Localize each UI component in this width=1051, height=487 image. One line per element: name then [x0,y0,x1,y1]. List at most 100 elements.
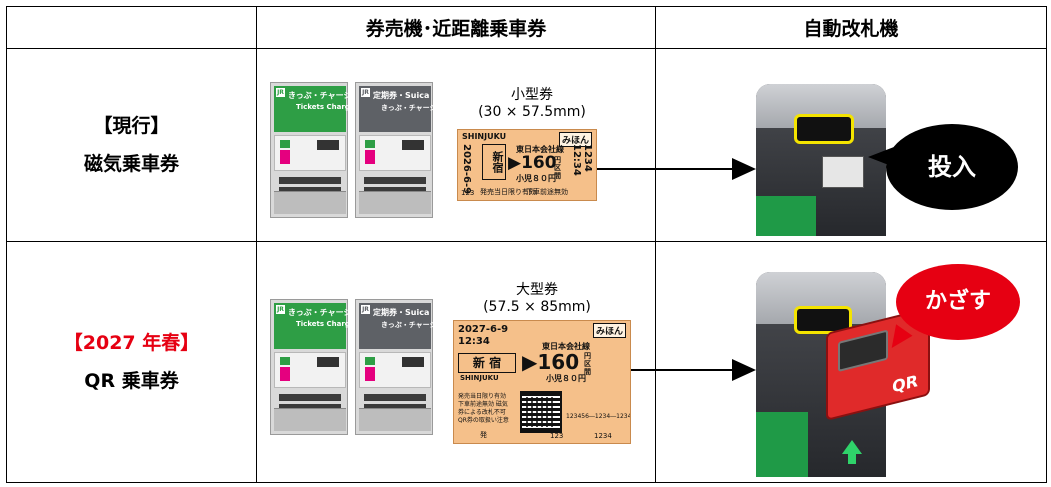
magnetic-ticket: SHINJUKU みほん 2026-6-9 新宿 東日本会社線 ▶160 円区間… [457,129,597,202]
machine-screen-label: きっぷ・チャージ [288,91,352,101]
machine-screen-sublabel: Tickets Charge [296,319,355,328]
gate-cell-current: 投入 [655,48,1047,242]
ticket-date: 2026-6-9 [461,144,472,195]
row-label-current: 【現行】 磁気乗車券 [6,48,257,242]
ticket-slot [279,177,341,185]
ticket-company: 東日本会社線 [542,341,590,351]
header-machine-ticket: 券売機･近距離乗車券 [256,5,656,50]
ticket-machine: JR きっぷ・チャージ Tickets Charge [270,82,355,219]
machine-panel [359,351,431,388]
row-label-line2: 磁気乗車券 [83,153,179,176]
arrow-head-icon [732,158,756,181]
gate-green-panel [756,196,816,237]
arrow-line [597,168,657,171]
machine-screen: JR きっぷ・チャージ Tickets Charge [274,86,355,133]
machine-ticket-cell-current: JR きっぷ・チャージ Tickets Charge JR 定期券・Suica … [256,48,657,242]
ticket-code: 123 [461,189,475,198]
machine-base [274,407,346,431]
machine-panel [359,135,431,172]
ticket-machine: JR 定期券・Suica きっぷ・チャージ [355,298,437,435]
row-label-line1: 【2027 年春】 [63,331,200,354]
ticket-station: 新 宿 [458,352,516,373]
ticket-validity: 発売当日限り有効 [480,188,536,197]
machine-panel [274,135,346,172]
gate-green-panel [756,411,808,477]
coin-slot [279,403,341,411]
machine-ticket-cell-new: JR きっぷ・チャージ Tickets Charge JR 定期券・Suica … [256,240,657,484]
arrow-line [631,368,657,371]
ticket-foot-mid: 123 [550,431,564,440]
ticket-station-en: SHINJUKU [462,132,507,142]
jr-logo-icon: JR [361,88,370,98]
ticket-time: 12:34 [458,335,490,347]
ticket-fare: ▶160 [508,153,557,174]
ticket-station-en: SHINJUKU [460,373,499,382]
machine-panel [274,351,346,388]
ticket-machine: JR 定期券・Suica きっぷ・チャージ [355,82,437,219]
row-label-line1: 【現行】 [93,115,170,138]
ticket-notes: 発売当日限り有効 下車前途無効 磁気券による改札不可 QR券の取扱い注意 [458,392,509,424]
row-label-line2: QR 乗車券 [84,369,179,392]
ticket-size-dimension: (57.5 × 85mm) [483,298,591,315]
machine-screen-sublabel: きっぷ・チャージ [381,104,437,113]
speech-bubble-insert: 投入 [886,124,1018,211]
ticket-company: 東日本会社線 [516,145,564,155]
machine-screen-label: 定期券・Suica [373,91,430,101]
ticket-station: 新宿 [482,144,506,181]
machine-base [359,191,431,215]
machine-screen-sublabel: Tickets Charge [296,103,355,112]
machine-screen-label: 定期券・Suica [373,307,430,317]
qr-reader-label: QR [892,370,918,397]
arrow-line [656,368,732,371]
machine-base [359,407,431,431]
jr-logo-icon: JR [276,88,285,98]
coin-slot [279,187,341,195]
up-arrow-icon [842,439,862,454]
jr-logo-icon: JR [276,304,285,314]
sample-badge: みほん [558,132,592,148]
comparison-table: 券売機･近距離乗車券 自動改札機 【現行】 磁気乗車券 JR きっぷ・チャージ … [6,5,1047,484]
arrow-line [656,168,732,171]
ticket-date: 2027-6-9 [458,323,509,335]
machine-base [274,191,346,215]
ticket-serial: 1234 12:34 [571,144,593,177]
ticket-fare-unit: 円区間 [554,156,561,181]
machine-screen: JR 定期券・Suica きっぷ・チャージ [359,302,437,349]
speech-bubble-tap: かざす [896,263,1020,340]
qr-code-icon [520,390,562,433]
ticket-slot [279,393,341,401]
speech-bubble-tail [868,147,894,168]
ticket-child-fare: 小児８０円 [546,373,586,383]
qr-ticket: 2027-6-9 12:34 みほん 新 宿 SHINJUKU 東日本会社線 ▶… [453,319,631,444]
ticket-slot [364,177,426,185]
ticket-size-label: 小型券 [511,87,553,104]
coin-slot [364,403,426,411]
ticket-numbers: 123456―1234―1234 [566,412,631,420]
ticket-foot-left: 発 [480,430,487,439]
up-arrow-stem [848,453,856,464]
ticket-fare-unit: 円区間 [584,351,591,376]
ticket-fare: ▶160 [522,349,580,374]
ticket-slot [364,393,426,401]
ticket-insert-slot [794,114,854,145]
row-label-new: 【2027 年春】 QR 乗車券 [6,240,257,484]
machine-screen: JR 定期券・Suica きっぷ・チャージ [359,86,437,133]
ic-card-icon [822,156,864,189]
header-gate: 自動改札機 [655,5,1047,50]
gate-cell-new: QR かざす [655,240,1047,484]
sample-badge: みほん [592,322,626,338]
machine-screen: JR きっぷ・チャージ Tickets Charge [274,302,355,349]
machine-screen-label: きっぷ・チャージ [288,307,352,317]
header-empty-cell [6,5,257,50]
ticket-size-label: 大型券 [516,281,558,298]
qr-reader-glass [838,329,888,372]
ticket-child-fare: 小児８０円 [516,174,556,184]
arrow-head-icon [732,358,756,381]
ticket-machine: JR きっぷ・チャージ Tickets Charge [270,298,355,435]
ticket-foot-right: 1234 [594,431,612,440]
magnetic-gate-illustration [756,84,886,237]
ticket-size-dimension: (30 × 57.5mm) [478,104,586,121]
jr-logo-icon: JR [361,304,370,314]
ticket-no-stopover: 下車前途無効 [526,188,568,197]
machine-screen-sublabel: きっぷ・チャージ [381,320,437,329]
